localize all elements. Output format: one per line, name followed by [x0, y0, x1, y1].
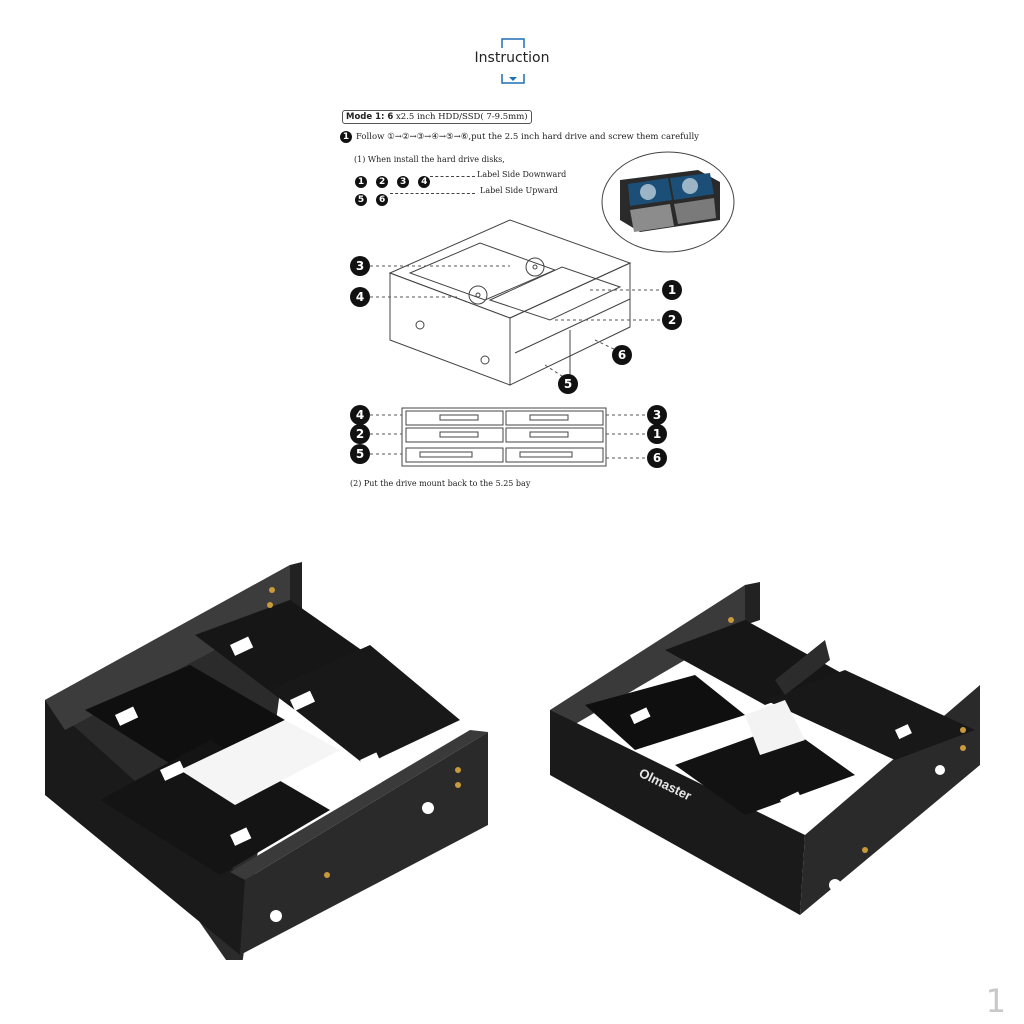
front-callout-3: 3 [647, 405, 667, 425]
svg-text:4: 4 [356, 290, 364, 304]
svg-text:3: 3 [653, 408, 661, 422]
svg-text:5: 5 [564, 377, 572, 391]
label-downward-text: Label Side Downward [477, 170, 567, 179]
front-callout-2: 2 [350, 424, 370, 444]
svg-text:6: 6 [653, 451, 661, 465]
step-1: 1 Follow ①→②→③→④→⑤→⑥,put the 2.5 inch har… [340, 131, 699, 143]
install-heading-text: When install the hard drive disks, [367, 155, 505, 164]
svg-text:1: 1 [668, 283, 676, 297]
front-view-diagram: 4 3 2 1 5 6 [350, 405, 667, 468]
svg-text:5: 5 [356, 447, 364, 461]
mount-line-diagram [370, 219, 660, 386]
downward-leader [430, 176, 475, 177]
up-num-6: 6 [376, 194, 389, 206]
svg-text:1: 1 [653, 427, 661, 441]
page-title: Instruction [474, 50, 550, 66]
svg-text:4: 4 [356, 408, 364, 422]
page-number: 1 [985, 982, 1006, 1020]
step-2-num: (2) [350, 479, 362, 488]
front-callout-4: 4 [350, 405, 370, 425]
iso-callout-4: 4 [350, 287, 370, 307]
install-heading: (1) When install the hard drive disks, [354, 155, 505, 164]
step-2-text: Put the drive mount back to the 5.25 bay [363, 479, 531, 488]
iso-callouts: 3 4 1 2 6 5 [350, 256, 682, 394]
iso-callout-5: 5 [558, 374, 578, 394]
label-upward-text: Label Side Upward [480, 186, 558, 195]
install-heading-num: (1) [354, 155, 366, 164]
iso-callout-3: 3 [350, 256, 370, 276]
front-callout-6: 6 [647, 448, 667, 468]
down-num-2: 2 [376, 176, 389, 188]
installed-drives-photo [601, 151, 735, 253]
upward-leader [390, 193, 475, 194]
step-2: (2) Put the drive mount back to the 5.25… [350, 479, 530, 488]
front-callout-5: 5 [350, 444, 370, 464]
down-num-4: 4 [418, 176, 431, 188]
svg-text:2: 2 [356, 427, 364, 441]
mode-label: Mode 1: 6 x2.5 inch HDD/SSD( 7-9.5mm) [342, 110, 532, 124]
iso-callout-2: 2 [662, 310, 682, 330]
down-num-3: 3 [397, 176, 410, 188]
svg-text:6: 6 [618, 348, 626, 362]
label-downward-row: 1 2 3 4 [355, 169, 434, 188]
iso-callout-6: 6 [612, 345, 632, 365]
mode-text: x2.5 inch HDD/SSD( 7-9.5mm) [396, 112, 528, 122]
up-num-5: 5 [355, 194, 367, 206]
iso-callout-1: 1 [662, 280, 682, 300]
svg-text:2: 2 [668, 313, 676, 327]
down-num-1: 1 [355, 176, 367, 188]
front-callout-1: 1 [647, 424, 667, 444]
label-upward-row: 5 6 [355, 187, 392, 206]
mode-prefix: Mode 1: 6 [346, 112, 394, 122]
step-1-text: Follow ①→②→③→④→⑤→⑥,put the 2.5 inch hard… [356, 132, 699, 142]
mount-photo-right: Olmaster [550, 582, 980, 915]
title-bracket-icon [501, 38, 525, 84]
step-1-badge: 1 [340, 131, 352, 143]
svg-text:3: 3 [356, 259, 364, 273]
mount-photo-left [45, 562, 488, 960]
